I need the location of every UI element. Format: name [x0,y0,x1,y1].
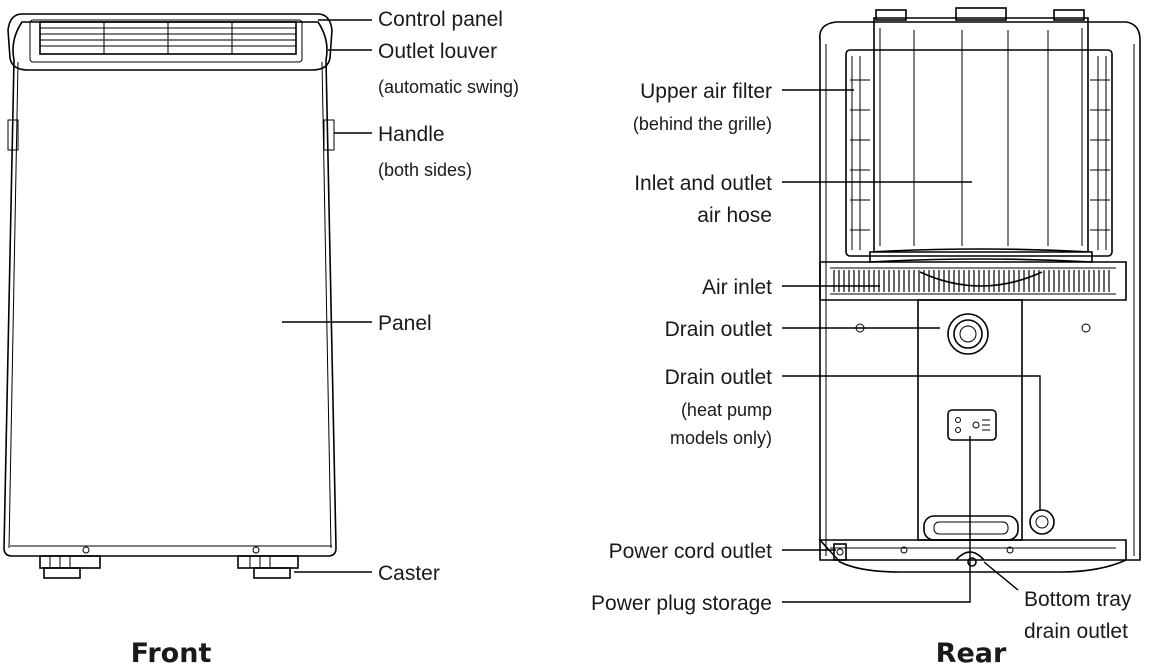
heat-pump-drain-outlet [1029,509,1055,535]
label-drain-outlet-hp-note-2: models only) [670,428,772,448]
label-handle-note: (both sides) [378,160,472,180]
label-panel: Panel [378,312,432,335]
left-handle [7,119,19,151]
label-power-plug-storage: Power plug storage [591,592,772,615]
front-unit [3,13,337,579]
power-cord-outlet [833,543,847,561]
label-drain-outlet-hp: Drain outlet [665,366,773,389]
label-outlet-louver-note: (automatic swing) [378,77,519,97]
inlet-outlet-air-hose [869,7,1093,263]
label-bottom-tray-2: drain outlet [1024,620,1128,643]
front-leaders [282,19,372,573]
label-caster: Caster [378,562,440,585]
rear-leaders [782,89,1041,603]
label-upper-air-filter: Upper air filter [640,80,772,103]
caption-front: Front [131,638,212,669]
caption-rear: Rear [936,638,1007,669]
upper-air-filter [845,49,1113,257]
front-caster-left [39,555,101,579]
label-air-inlet: Air inlet [702,276,772,299]
label-drain-outlet-hp-note-1: (heat pump [681,400,772,420]
label-inlet-outlet-hose-2: air hose [697,204,772,227]
label-power-cord-outlet: Power cord outlet [609,540,773,563]
label-bottom-tray-1: Bottom tray [1024,588,1132,611]
rear-unit [818,7,1141,573]
label-outlet-louver: Outlet louver [378,40,497,63]
drain-outlet [947,313,989,355]
rear-handle-slot [923,515,1019,541]
front-caster-right [237,555,299,579]
label-drain-outlet: Drain outlet [665,318,773,341]
label-inlet-outlet-hose-1: Inlet and outlet [634,172,772,195]
right-handle [323,119,335,151]
power-plug-socket [947,409,997,441]
air-inlet [819,261,1127,301]
label-upper-air-filter-note: (behind the grille) [633,114,772,134]
label-control-panel: Control panel [378,8,503,31]
label-handle: Handle [378,123,445,146]
outlet-louver [39,21,297,55]
